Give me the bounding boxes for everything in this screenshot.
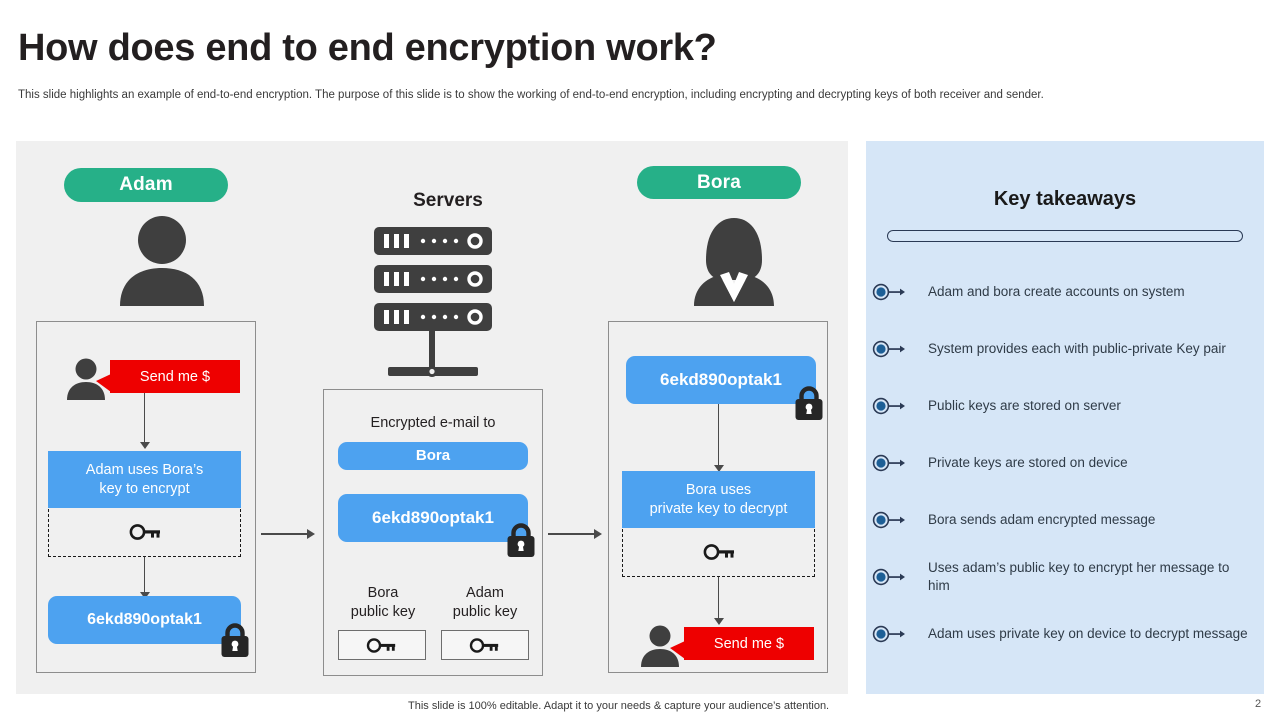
server-recipient-block: Bora (338, 442, 528, 470)
flow-arrow-2-line (548, 533, 596, 535)
adam-arrow-1-line (144, 393, 146, 445)
adam-message-callout: Send me $ (96, 360, 240, 393)
flow-arrow-1-line (261, 533, 309, 535)
list-item-label: Adam and bora create accounts on system (928, 284, 1185, 300)
list-item-label: System provides each with public-private… (928, 341, 1226, 357)
bullet-dot-arrow-icon (872, 340, 912, 358)
adam-key-name: Adam (466, 585, 504, 601)
footer-note: This slide is 100% editable. Adapt it to… (408, 700, 830, 712)
key-icon (366, 637, 396, 653)
adam-public-key-label: Adam public key (440, 584, 530, 622)
callout-tail (670, 641, 685, 659)
key-icon (469, 637, 499, 653)
bora-public-key-box (338, 630, 426, 660)
bora-key-icon (703, 543, 737, 566)
key-takeaways-divider (887, 230, 1243, 242)
list-item: Private keys are stored on device (866, 444, 1264, 482)
adam-encrypt-line1: Adam uses Bora’s (85, 461, 204, 478)
list-item: Adam uses private key on device to decry… (866, 615, 1264, 653)
bora-arrow-1-head (714, 465, 724, 472)
server-rack-icon (374, 227, 492, 390)
page-subtitle: This slide highlights an example of end-… (18, 89, 1044, 101)
list-item-label: Bora sends adam encrypted message (928, 512, 1156, 528)
adam-encrypt-block: Adam uses Bora’s key to encrypt (48, 451, 241, 508)
bullet-dot-arrow-icon (872, 511, 912, 529)
encrypted-email-label: Encrypted e-mail to (370, 415, 496, 431)
list-item-label: Public keys are stored on server (928, 398, 1121, 414)
bora-decrypt-line2: private key to decrypt (649, 500, 788, 517)
adam-lock-icon (216, 621, 254, 664)
adam-name-pill: Adam (64, 168, 228, 202)
key-takeaways-list: Adam and bora create accounts on system … (866, 273, 1264, 672)
bullet-dot-arrow-icon (872, 283, 912, 301)
bora-avatar-icon (690, 214, 778, 311)
bora-small-avatar-icon (640, 625, 680, 672)
adam-arrow-2-line (144, 557, 146, 595)
list-item-label: Private keys are stored on device (928, 455, 1128, 471)
adam-key-icon (129, 523, 163, 546)
list-item-label: Uses adam’s public key to encrypt her me… (928, 560, 1230, 593)
key-takeaways-title: Key takeaways (993, 188, 1137, 210)
bora-name-pill: Bora (637, 166, 801, 199)
bullet-dot-arrow-icon (872, 397, 912, 415)
adam-avatar-icon (116, 214, 208, 311)
flow-arrow-1-head (307, 529, 315, 539)
list-item: System provides each with public-private… (866, 330, 1264, 368)
adam-cipher-block: 6ekd890optak1 (48, 596, 241, 644)
adam-public-key-box (441, 630, 529, 660)
bora-lock-icon (790, 384, 828, 427)
servers-title: Servers (413, 190, 483, 211)
callout-tail (96, 374, 111, 392)
adam-small-avatar-icon (66, 358, 106, 405)
list-item: Adam and bora create accounts on system (866, 273, 1264, 311)
bullet-dot-arrow-icon (872, 625, 912, 643)
bullet-dot-arrow-icon (872, 568, 912, 586)
adam-message-text: Send me $ (139, 368, 211, 385)
list-item-label: Adam uses private key on device to decry… (928, 626, 1248, 642)
diagram-panel: Adam Send me $ Adam uses Bo (16, 141, 848, 694)
bora-decrypt-line1: Bora uses (685, 481, 752, 498)
bora-key-name: Bora (367, 585, 399, 601)
flow-arrow-2-head (594, 529, 602, 539)
adam-key-subtitle: public key (452, 603, 518, 620)
list-item: Bora sends adam encrypted message (866, 501, 1264, 539)
bora-arrow-2-head (714, 618, 724, 625)
key-takeaways-panel: Key takeaways Adam and bora create accou… (866, 141, 1264, 694)
page-number: 2 (1255, 698, 1262, 710)
adam-arrow-2-head (140, 592, 150, 599)
server-lock-icon (502, 521, 540, 564)
bora-arrow-1-line (718, 404, 720, 468)
bora-arrow-2-line (718, 577, 720, 621)
server-cipher-block: 6ekd890optak1 (338, 494, 528, 542)
bora-decrypt-block: Bora uses private key to decrypt (622, 471, 815, 528)
bora-message-callout: Send me $ (670, 627, 814, 660)
bora-message-text: Send me $ (713, 635, 785, 652)
adam-encrypt-line2: key to encrypt (99, 480, 190, 497)
bora-public-key-label: Bora public key (338, 584, 428, 622)
list-item: Uses adam’s public key to encrypt her me… (866, 558, 1264, 596)
bullet-dot-arrow-icon (872, 454, 912, 472)
page-title: How does end to end encryption work? (18, 27, 717, 69)
adam-arrow-1-head (140, 442, 150, 449)
list-item: Public keys are stored on server (866, 387, 1264, 425)
bora-key-subtitle: public key (350, 603, 416, 620)
bora-cipher-block: 6ekd890optak1 (626, 356, 816, 404)
